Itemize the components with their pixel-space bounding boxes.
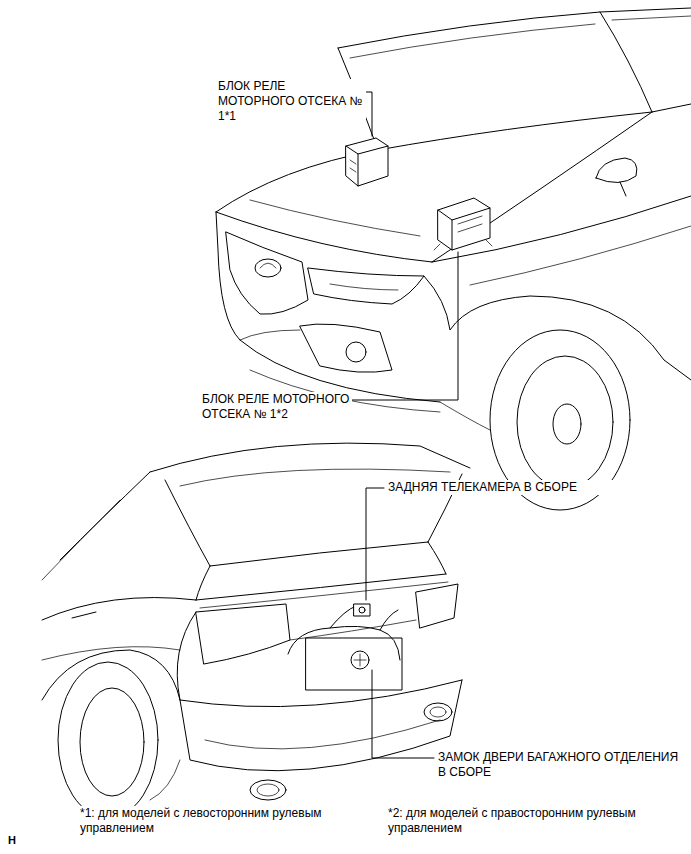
part-label: БЛОК РЕЛЕ МОТОРНОГО ОТСЕКА № 1*2 [200,392,352,422]
figure-code: H [6,834,26,848]
part-label: БЛОК РЕЛЕ МОТОРНОГО ОТСЕКА № 1*1 [216,79,366,124]
part-label: ЗАДНЯЯ ТЕЛЕКАМЕРА В СБОРЕ [386,480,626,495]
camera-and-lock [288,604,400,669]
rear-car [42,443,470,818]
footnote: *2: для моделей с правосторонним рулевым… [386,806,682,836]
part-label: ЗАМОК ДВЕРИ БАГАЖНОГО ОТДЕЛЕНИЯ В СБОРЕ [436,750,686,780]
front-car [216,8,691,510]
relay-block-lhd [346,138,388,186]
footnote: *1: для моделей с левосторонним рулевым … [78,806,368,836]
relay-block-rhd [434,198,492,250]
